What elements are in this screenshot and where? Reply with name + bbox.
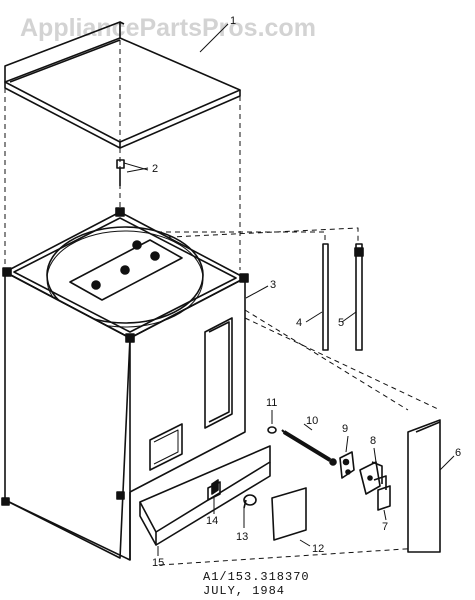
cover-plate xyxy=(271,487,307,541)
latch-plate xyxy=(373,475,391,511)
callout-2: 2 xyxy=(152,163,158,175)
knob xyxy=(243,494,257,509)
callout-5: 5 xyxy=(338,317,344,329)
callout-11: 11 xyxy=(266,397,277,409)
front-panel-strip xyxy=(139,445,271,546)
callout-3: 3 xyxy=(270,279,276,291)
callouts: 1 2 3 4 5 6 7 8 9 10 11 12 13 14 15 xyxy=(152,15,461,569)
rod-left xyxy=(322,243,329,351)
callout-8: 8 xyxy=(370,435,376,447)
top-panel xyxy=(4,21,241,149)
fastener xyxy=(116,159,149,186)
callout-7: 7 xyxy=(382,521,388,533)
washer xyxy=(267,426,277,434)
callout-6: 6 xyxy=(455,447,461,459)
callout-1: 1 xyxy=(230,15,236,27)
cabinet xyxy=(1,207,249,561)
callout-15: 15 xyxy=(152,557,164,569)
callout-14: 14 xyxy=(206,515,218,527)
callout-9: 9 xyxy=(342,423,348,435)
callout-13: 13 xyxy=(236,531,248,543)
rod-right xyxy=(354,243,364,351)
watermark: AppliancePartsPros.com xyxy=(20,14,316,42)
callout-4: 4 xyxy=(296,317,302,329)
caption-date: JULY, 1984 xyxy=(203,584,286,598)
side-panel xyxy=(407,419,441,553)
leader-lines xyxy=(126,23,455,556)
spring xyxy=(281,429,337,466)
caption-model: A1/153.318370 xyxy=(203,570,310,584)
callout-10: 10 xyxy=(306,415,318,427)
clip xyxy=(211,479,219,495)
callout-12: 12 xyxy=(312,543,324,555)
bracket xyxy=(339,451,355,479)
